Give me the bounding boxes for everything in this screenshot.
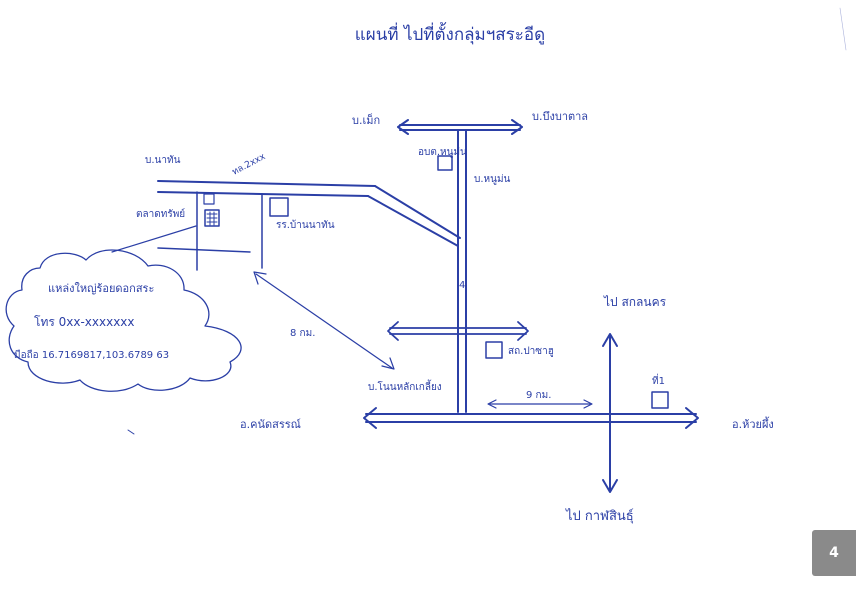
map-title: แผนที่ ไปที่ตั้งกลุ่มฯสระอีดู <box>355 22 545 45</box>
school-square <box>269 197 289 217</box>
label-distance-right: 9 กม. <box>526 390 551 401</box>
pen-mark <box>127 429 135 435</box>
label-ban-non-lak: บ.โนนหลักเกลี้ยง <box>368 379 442 393</box>
label-market: ตลาดทรัพย์ <box>136 208 185 220</box>
distance-arrow-left <box>253 271 395 370</box>
label-to-sakon: ไป สกลนคร <box>603 295 667 309</box>
label-road-code: ทล.2xxx <box>231 152 268 178</box>
label-district-left: อ.คนัดสรรณ์ <box>240 418 301 431</box>
market-building <box>204 209 220 227</box>
market-square <box>203 193 215 205</box>
label-health-station: สถ.ปาซาฮู <box>508 346 554 357</box>
label-destination: ที่1 <box>652 373 665 387</box>
road-top <box>397 119 523 135</box>
destination-square <box>651 391 669 409</box>
page-number-badge[interactable]: 4 <box>812 530 856 576</box>
road-middle <box>387 321 529 341</box>
label-school: รร.บ้านนาทัน <box>276 219 335 231</box>
label-route-4: 4 <box>459 280 465 291</box>
road-main-vertical <box>457 129 467 413</box>
callout-line-3: มือถือ 16.7169817,103.6789 63 <box>14 349 169 361</box>
label-ban-bueng-khatan: บ.บึงบาตาล <box>532 110 588 123</box>
label-to-kalasin: ไป กาฬสินธุ์ <box>565 508 634 524</box>
callout-line-1: แหล่งใหญ่ร้อยดอกสระ <box>48 282 154 295</box>
label-distance-left: 8 กม. <box>290 328 315 339</box>
distance-arrow-right <box>487 399 593 409</box>
callout-line-2: โทร 0xx-xxxxxxx <box>34 315 135 329</box>
callout-cloud <box>5 249 242 392</box>
sub-district-office-square <box>437 155 453 171</box>
label-ban-nong-mon: บ.หนูม่น <box>474 174 511 185</box>
callout-leader <box>111 225 197 253</box>
label-sub-district-office: อบต.หนูม่น <box>418 147 467 158</box>
label-ban-mek: บ.เม็ก <box>352 113 380 127</box>
label-ban-na-than: บ.นาทัน <box>145 155 181 166</box>
road-west <box>157 180 461 271</box>
road-cross-vertical <box>602 333 618 493</box>
label-district-right: อ.ห้วยผึ้ง <box>732 416 774 431</box>
road-bottom-main <box>363 407 699 429</box>
health-station-square <box>485 341 503 359</box>
pen-mark <box>839 7 847 51</box>
